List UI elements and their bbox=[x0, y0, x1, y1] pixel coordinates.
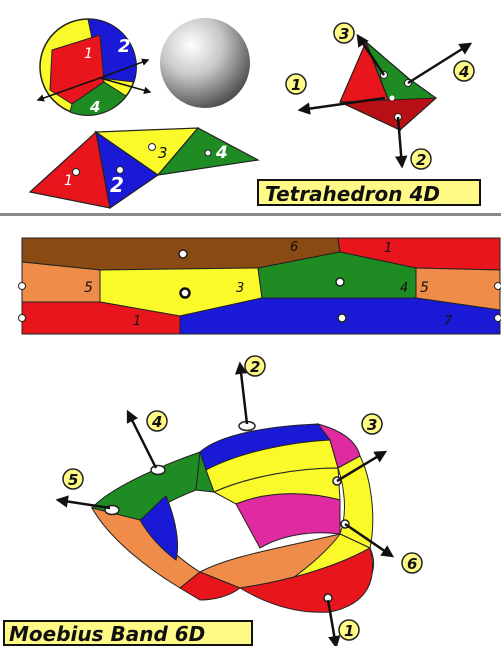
unfolded-strip: 6 1 5 3 4 5 1 7 bbox=[19, 238, 501, 334]
moebius-band bbox=[58, 364, 392, 646]
svg-text:1: 1 bbox=[291, 76, 301, 94]
sphere-label-1: 1 bbox=[84, 46, 93, 62]
moebius-callout-5: 5 bbox=[63, 469, 83, 489]
moebius-callout-1: 1 bbox=[339, 620, 359, 640]
tetrahedron-net: 1 2 3 4 bbox=[30, 128, 258, 208]
moebius-callout-3: 3 bbox=[362, 414, 382, 434]
sphere-label-2: 2 bbox=[118, 36, 131, 57]
tetrahedron-caption: Tetrahedron 4D bbox=[257, 179, 481, 206]
strip-label-4: 4 bbox=[400, 281, 408, 296]
strip-label-5-left: 5 bbox=[84, 280, 93, 296]
net-label-1: 1 bbox=[64, 173, 73, 189]
net-label-2: 2 bbox=[110, 173, 124, 197]
moebius-callout-6: 6 bbox=[402, 553, 422, 573]
svg-text:2: 2 bbox=[250, 358, 260, 376]
tetra-callout-1: 1 bbox=[286, 74, 306, 94]
strip-label-5-right: 5 bbox=[420, 280, 429, 296]
tetra-callout-3: 3 bbox=[334, 23, 354, 43]
sphere-label-4: 4 bbox=[89, 98, 100, 116]
svg-text:3: 3 bbox=[367, 416, 377, 434]
svg-text:2: 2 bbox=[416, 151, 426, 169]
tetra-callout-4: 4 bbox=[454, 61, 474, 81]
svg-text:4: 4 bbox=[151, 413, 162, 431]
moebius-callout-4: 4 bbox=[147, 411, 167, 431]
net-label-3: 3 bbox=[158, 144, 168, 162]
moebius-callout-2: 2 bbox=[245, 356, 265, 376]
colored-sphere: 1 2 4 bbox=[38, 19, 150, 116]
tetra-callout-2: 2 bbox=[411, 149, 431, 169]
moebius-caption: Moebius Band 6D bbox=[3, 620, 253, 646]
grey-sphere bbox=[160, 18, 250, 108]
tetrahedron-3d bbox=[300, 36, 470, 166]
svg-text:5: 5 bbox=[68, 471, 78, 489]
strip-label-7: 7 bbox=[444, 314, 453, 329]
strip-label-1-bottom: 1 bbox=[133, 314, 141, 329]
strip-label-1-top: 1 bbox=[384, 241, 392, 256]
net-label-4: 4 bbox=[215, 143, 228, 163]
svg-text:4: 4 bbox=[458, 63, 469, 81]
strip-label-3: 3 bbox=[236, 281, 244, 296]
section-divider bbox=[0, 213, 501, 216]
svg-text:3: 3 bbox=[339, 25, 349, 43]
svg-text:1: 1 bbox=[344, 622, 354, 640]
strip-label-6: 6 bbox=[290, 240, 298, 255]
svg-text:6: 6 bbox=[407, 555, 417, 573]
